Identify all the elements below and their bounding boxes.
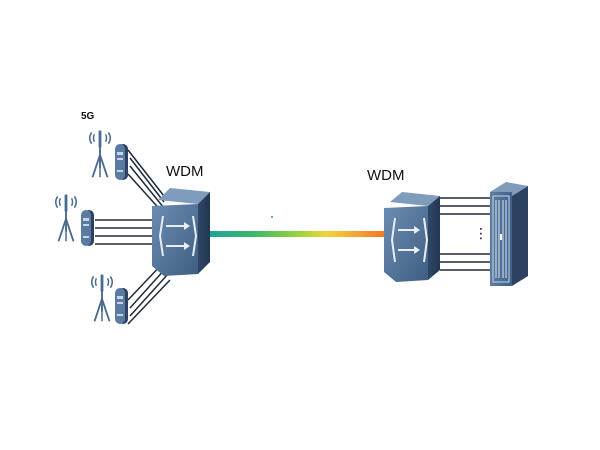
wdm-left-device [152, 188, 210, 276]
wdm-switch-icon [158, 215, 198, 257]
wdm-to-rack-links [440, 197, 494, 271]
fiber-link [206, 231, 392, 237]
wdm-right-device [384, 192, 440, 282]
radio-unit-icon [115, 144, 128, 180]
antenna-tower-icon [90, 273, 114, 323]
radio-unit-icon [115, 288, 128, 324]
radio-to-wdm-links [95, 149, 171, 325]
wdm-right-label: WDM [367, 167, 405, 184]
radio-unit-icon [81, 210, 94, 246]
base-station-top [88, 129, 128, 180]
wdm-switch-icon [390, 217, 429, 263]
wdm-left-label: WDM [166, 163, 204, 180]
base-station-middle [54, 193, 94, 246]
antenna-tower-icon [54, 193, 78, 243]
base-station-bottom [90, 273, 128, 324]
antenna-tower-icon [88, 129, 112, 179]
rack-links-ellipsis: ⋮ [474, 225, 488, 241]
server-rack-icon [490, 182, 528, 286]
fiber-midpoint-dot [271, 216, 273, 218]
five-g-label: 5G [81, 111, 95, 122]
